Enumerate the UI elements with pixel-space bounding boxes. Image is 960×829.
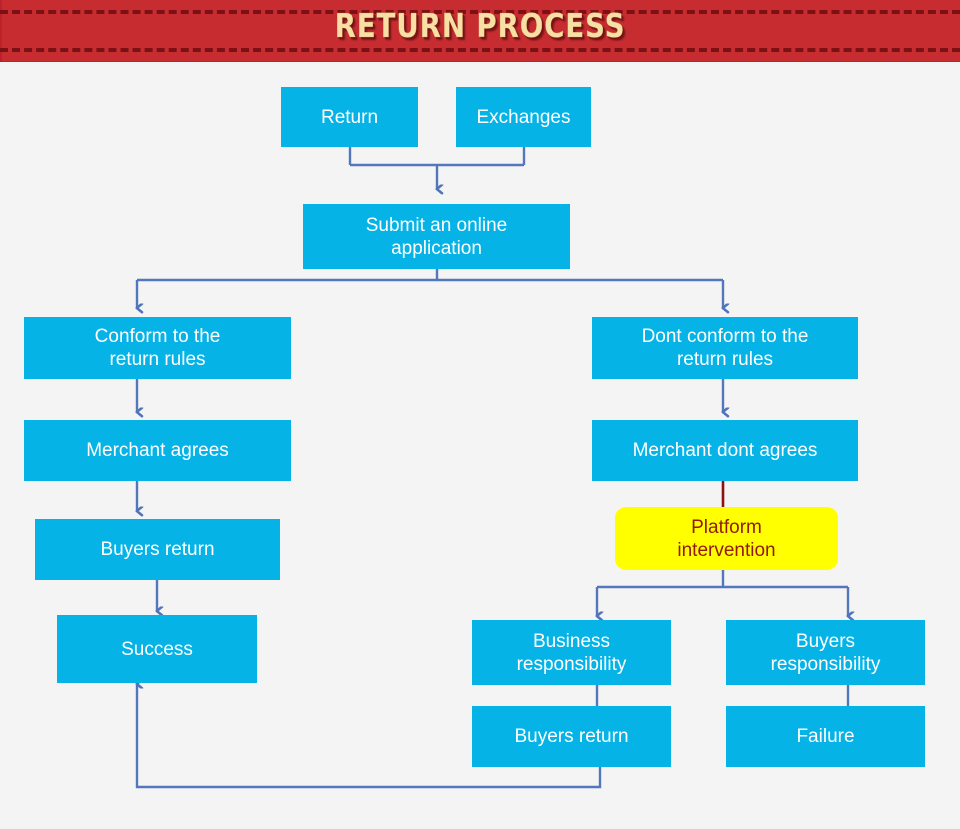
node-failure-label: Failure xyxy=(796,726,855,747)
node-platform-intervention[interactable]: Platform intervention xyxy=(615,507,838,570)
node-return-label: Return xyxy=(320,106,379,128)
node-return[interactable]: Return xyxy=(281,87,418,147)
banner-stitch-top xyxy=(0,10,960,14)
node-failure[interactable]: Failure xyxy=(726,706,925,767)
node-dont-conform-to-return-rules[interactable]: Dont conform to the return rules xyxy=(592,317,858,379)
page-title: RETURN PROCESS xyxy=(334,6,626,45)
node-buyers-responsibility[interactable]: Buyers responsibility xyxy=(726,620,925,685)
flowchart-canvas: Return Exchanges Submit an online applic… xyxy=(0,62,960,829)
node-business-responsibility-line2: responsibility xyxy=(516,653,627,675)
banner-stitch-bottom xyxy=(0,48,960,52)
node-merchant-agrees[interactable]: Merchant agrees xyxy=(24,420,291,481)
node-business-responsibility[interactable]: Business responsibility xyxy=(472,620,671,685)
node-merchant-agrees-label: Merchant agrees xyxy=(86,440,229,461)
node-platform-intervention-line1: Platform xyxy=(691,516,762,538)
page-header-banner: RETURN PROCESS xyxy=(0,0,960,62)
node-dont-conform-line1: Dont conform to the xyxy=(641,326,809,347)
node-merchant-dont-agrees-label: Merchant dont agrees xyxy=(632,440,818,461)
node-success-label: Success xyxy=(121,638,193,660)
connector-layer xyxy=(0,147,960,789)
node-business-responsibility-line1: Business xyxy=(532,630,611,652)
node-platform-intervention-line2: intervention xyxy=(677,539,776,561)
node-buyers-responsibility-line2: responsibility xyxy=(770,653,881,675)
node-buyers-return-right-label: Buyers return xyxy=(514,726,629,747)
node-buyers-return-right[interactable]: Buyers return xyxy=(472,706,671,767)
node-success[interactable]: Success xyxy=(57,615,257,683)
node-conform-to-return-rules[interactable]: Conform to the return rules xyxy=(24,317,291,379)
node-submit-application-line1: Submit an online xyxy=(365,214,508,236)
node-submit-application[interactable]: Submit an online application xyxy=(303,204,570,269)
node-merchant-dont-agrees[interactable]: Merchant dont agrees xyxy=(592,420,858,481)
node-buyers-return-left[interactable]: Buyers return xyxy=(35,519,280,580)
node-buyers-responsibility-line1: Buyers xyxy=(795,630,856,652)
node-conform-line1: Conform to the xyxy=(94,326,221,347)
node-conform-line2: return rules xyxy=(109,349,206,370)
node-exchanges[interactable]: Exchanges xyxy=(456,87,591,147)
node-exchanges-label: Exchanges xyxy=(476,106,571,128)
node-dont-conform-line2: return rules xyxy=(676,349,774,370)
node-buyers-return-left-label: Buyers return xyxy=(100,539,215,560)
node-submit-application-line2: application xyxy=(391,237,482,259)
